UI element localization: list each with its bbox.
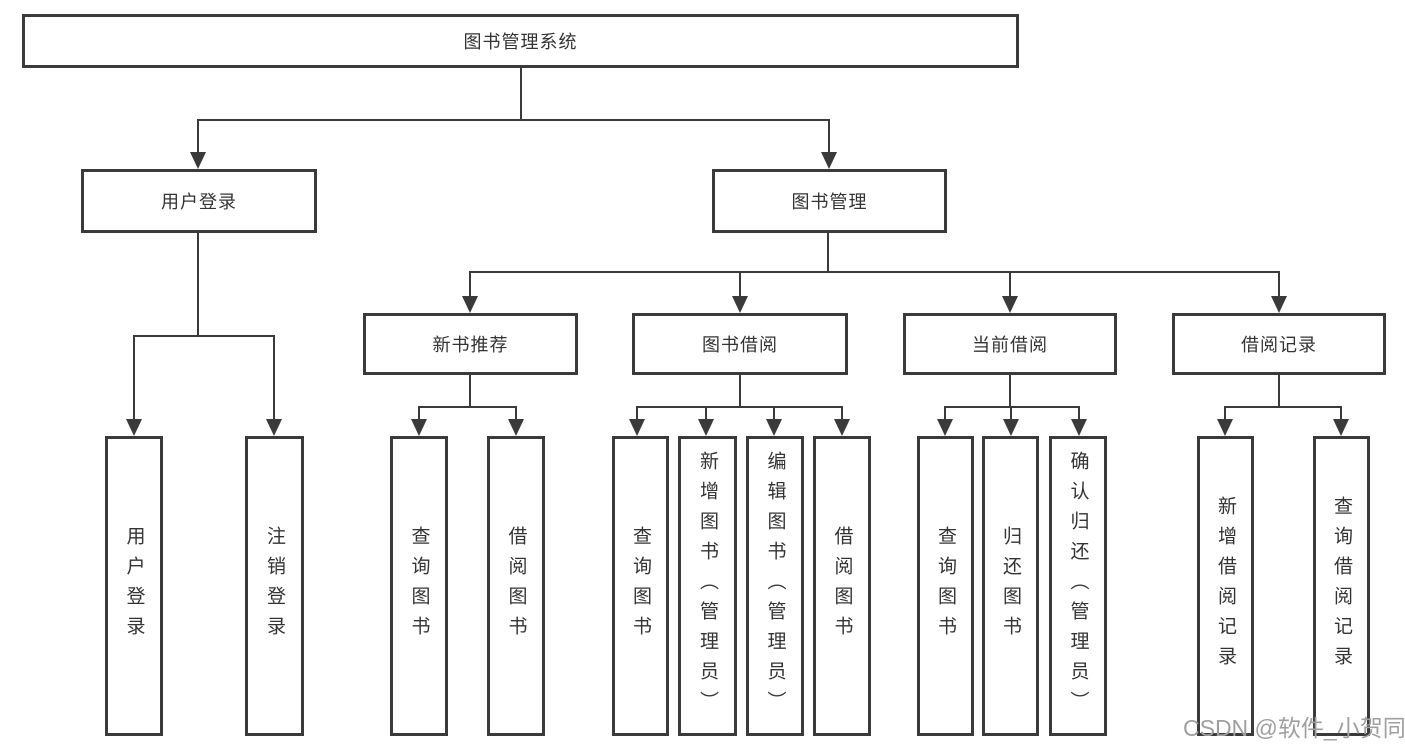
leaf-query-book-borrowing-label: 查询图书 — [630, 526, 651, 646]
connector-new-book-recommend-rail — [418, 406, 517, 408]
connector-new-book-recommend-stem — [469, 375, 471, 407]
arrowhead-icon — [411, 419, 427, 436]
node-new-book-recommend: 新书推荐 — [363, 313, 578, 375]
connector-current-borrowing-stem — [1009, 375, 1011, 407]
node-user-login: 用户登录 — [81, 169, 317, 233]
leaf-borrow-book-borrowing: 借阅图书 — [813, 436, 871, 736]
connector-root-stem — [520, 68, 522, 121]
arrowhead-icon — [629, 419, 645, 436]
leaf-query-book-current-label: 查询图书 — [935, 526, 956, 646]
arrowhead-icon — [266, 419, 282, 436]
node-book-management: 图书管理 — [712, 169, 947, 233]
leaf-user-login-label: 用户登录 — [123, 526, 145, 646]
arrow-to-leaf-logout — [266, 335, 282, 436]
arrowhead-icon — [190, 152, 206, 169]
leaf-edit-book-admin-label: 编辑图书（管理员） — [764, 451, 786, 721]
arrowhead-icon — [1003, 419, 1019, 436]
watermark: CSDN @软件_小贺同学 — [1183, 715, 1405, 741]
leaf-add-borrow-record: 新增借阅记录 — [1197, 436, 1254, 736]
arrowhead-icon — [126, 419, 142, 436]
arrowhead-icon — [1002, 296, 1018, 313]
arrow-to-leaf-query-borrow-record — [1333, 406, 1349, 436]
arrowhead-icon — [732, 296, 748, 313]
arrowhead-icon — [766, 419, 782, 436]
node-book-management-label: 图书管理 — [791, 192, 868, 212]
node-book-borrowing-label: 图书借阅 — [702, 335, 778, 355]
arrowhead-icon — [1071, 419, 1087, 436]
leaf-query-borrow-record: 查询借阅记录 — [1313, 436, 1370, 736]
arrow-to-leaf-borrow-book-recommend — [508, 406, 524, 436]
arrow-to-current-borrowing — [1002, 271, 1018, 313]
node-user-login-label: 用户登录 — [161, 192, 237, 212]
arrow-to-leaf-confirm-return-admin — [1071, 406, 1087, 436]
connector-borrowing-records-rail — [1224, 406, 1342, 408]
leaf-query-borrow-record-label: 查询借阅记录 — [1331, 496, 1352, 676]
connector-book-management-rail — [469, 271, 1280, 273]
node-borrowing-records: 借阅记录 — [1172, 313, 1386, 375]
arrow-to-book-borrowing — [732, 271, 748, 313]
leaf-logout: 注销登录 — [245, 436, 304, 736]
node-library-system-label: 图书管理系统 — [463, 32, 578, 52]
node-new-book-recommend-label: 新书推荐 — [432, 335, 509, 355]
leaf-add-book-admin: 新增图书（管理员） — [678, 436, 737, 736]
leaf-query-book-current: 查询图书 — [917, 436, 974, 736]
arrowhead-icon — [1333, 419, 1349, 436]
arrowhead-icon — [698, 419, 714, 436]
leaf-logout-label: 注销登录 — [264, 526, 285, 646]
arrow-to-leaf-borrow-book-borrowing — [834, 406, 850, 436]
arrow-to-new-book-recommend — [462, 271, 478, 313]
leaf-confirm-return-admin: 确认归还（管理员） — [1049, 436, 1107, 736]
connector-book-borrowing-rail — [636, 406, 843, 408]
connector-current-borrowing-rail — [944, 406, 1080, 408]
arrowhead-icon — [1217, 419, 1233, 436]
node-library-system: 图书管理系统 — [22, 14, 1019, 68]
node-current-borrowing-label: 当前借阅 — [972, 335, 1048, 355]
leaf-user-login: 用户登录 — [105, 436, 163, 736]
arrowhead-icon — [821, 152, 837, 169]
arrow-to-leaf-add-borrow-record — [1217, 406, 1233, 436]
leaf-add-borrow-record-label: 新增借阅记录 — [1215, 496, 1236, 676]
connector-root-rail — [197, 119, 830, 121]
leaf-query-book-recommend: 查询图书 — [390, 436, 448, 736]
arrow-to-book-management — [821, 119, 837, 169]
leaf-return-book: 归还图书 — [982, 436, 1039, 736]
arrow-to-user-login — [190, 119, 206, 169]
connector-book-management-stem — [827, 233, 829, 273]
arrow-to-leaf-return-book — [1003, 406, 1019, 436]
arrow-to-leaf-user-login — [126, 335, 142, 436]
arrowhead-icon — [508, 419, 524, 436]
leaf-borrow-book-recommend-label: 借阅图书 — [505, 526, 527, 646]
node-current-borrowing: 当前借阅 — [903, 313, 1117, 375]
arrow-to-leaf-query-book-recommend — [411, 406, 427, 436]
connector-borrowing-records-stem — [1278, 375, 1280, 407]
arrow-to-borrowing-records — [1271, 271, 1287, 313]
leaf-borrow-book-recommend: 借阅图书 — [487, 436, 545, 736]
leaf-query-book-borrowing: 查询图书 — [612, 436, 669, 736]
arrow-to-leaf-add-book-admin — [698, 406, 714, 436]
connector-user-login-stem — [197, 233, 199, 337]
leaf-return-book-label: 归还图书 — [1000, 526, 1021, 646]
node-borrowing-records-label: 借阅记录 — [1241, 335, 1317, 355]
arrowhead-icon — [1271, 296, 1287, 313]
node-book-borrowing: 图书借阅 — [632, 313, 848, 375]
arrowhead-icon — [937, 419, 953, 436]
arrowhead-icon — [462, 296, 478, 313]
leaf-add-book-admin-label: 新增图书（管理员） — [697, 451, 718, 721]
connector-user-login-rail — [133, 335, 275, 337]
leaf-confirm-return-admin-label: 确认归还（管理员） — [1067, 451, 1089, 721]
connector-book-borrowing-stem — [739, 375, 741, 407]
leaf-query-book-recommend-label: 查询图书 — [408, 526, 430, 646]
leaf-borrow-book-borrowing-label: 借阅图书 — [831, 526, 853, 646]
arrow-to-leaf-query-book-borrowing — [629, 406, 645, 436]
arrowhead-icon — [834, 419, 850, 436]
arrow-to-leaf-edit-book-admin — [766, 406, 782, 436]
arrow-to-leaf-query-book-current — [937, 406, 953, 436]
leaf-edit-book-admin: 编辑图书（管理员） — [746, 436, 804, 736]
